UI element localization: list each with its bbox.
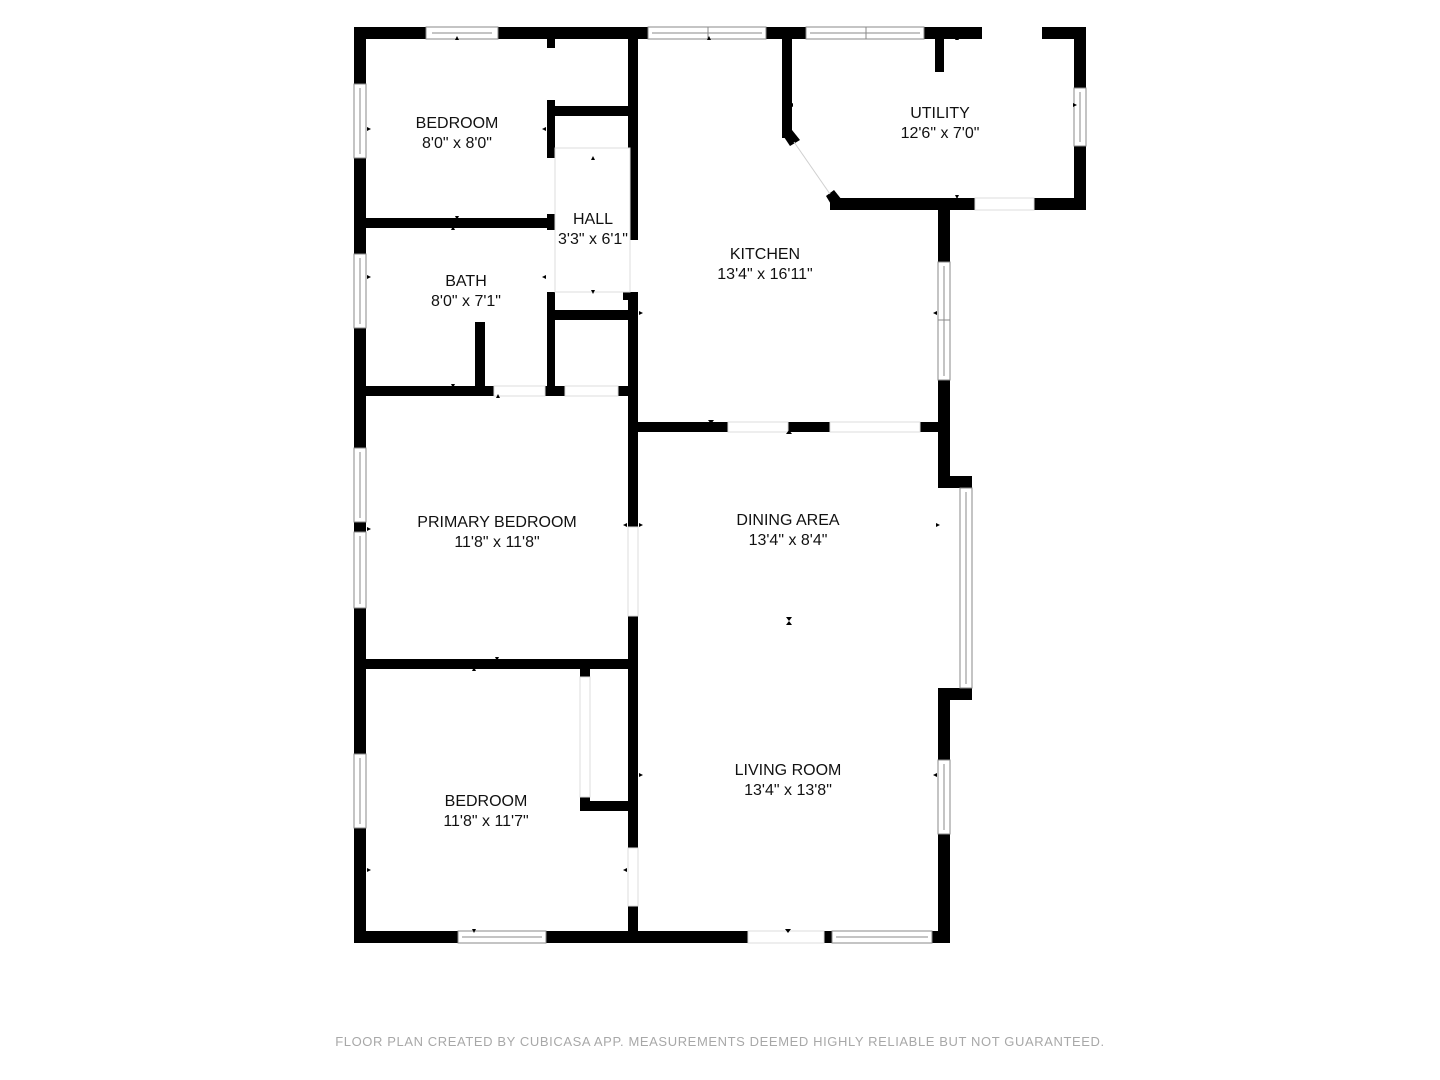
room-label-bedroom-large: BEDROOM 11'8" x 11'7" (443, 792, 528, 832)
measurement-markers (367, 36, 1077, 933)
room-label-primary-bedroom: PRIMARY BEDROOM 11'8" x 11'8" (417, 513, 576, 553)
room-dimensions: 3'3" x 6'1" (558, 231, 628, 248)
room-dimensions: 8'0" x 7'1" (431, 293, 501, 310)
room-dimensions: 12'6" x 7'0" (900, 125, 980, 142)
room-dimensions: 11'8" x 11'8" (454, 534, 540, 551)
room-name: PRIMARY BEDROOM (417, 514, 577, 531)
room-label-kitchen: KITCHEN 13'4" x 16'11" (717, 245, 812, 285)
room-label-dining-area: DINING AREA 13'4" x 8'4" (736, 511, 839, 551)
room-name: LIVING ROOM (734, 762, 842, 779)
room-name: DINING AREA (736, 512, 840, 529)
room-label-bath: BATH 8'0" x 7'1" (431, 272, 501, 312)
room-name: BATH (445, 273, 487, 290)
room-dimensions: 13'4" x 13'8" (744, 782, 832, 799)
room-label-utility: UTILITY 12'6" x 7'0" (901, 104, 980, 144)
room-dimensions: 13'4" x 16'11" (717, 266, 813, 283)
openings (493, 147, 1035, 944)
windows (353, 26, 1087, 944)
room-dimensions: 11'8" x 11'7" (443, 813, 529, 830)
room-name: KITCHEN (729, 246, 801, 263)
room-name: BEDROOM (415, 115, 499, 132)
room-label-living-room: LIVING ROOM 13'4" x 13'8" (735, 761, 842, 801)
footer-disclaimer: FLOOR PLAN CREATED BY CUBICASA APP. MEAS… (335, 1034, 1105, 1049)
room-name: HALL (572, 211, 614, 228)
room-label-bedroom-small: BEDROOM 8'0" x 8'0" (416, 114, 499, 154)
interior-walls (366, 38, 944, 936)
room-name: BEDROOM (444, 793, 528, 810)
room-label-hall: HALL 3'3" x 6'1" (558, 210, 628, 250)
room-dimensions: 13'4" x 8'4" (748, 532, 828, 549)
room-dimensions: 8'0" x 8'0" (422, 135, 492, 152)
room-name: UTILITY (910, 105, 970, 122)
